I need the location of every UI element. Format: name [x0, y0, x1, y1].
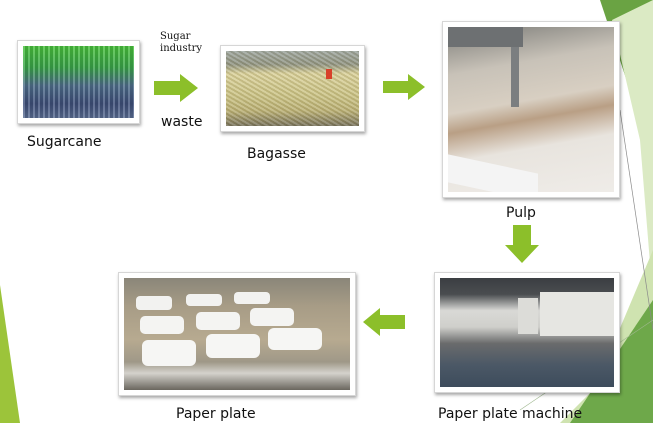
- right-light-green-shape: [612, 0, 653, 300]
- step-label-sugarcane: Sugarcane: [27, 134, 102, 150]
- pulp-photo: [442, 21, 620, 198]
- edge-label-waste: waste: [161, 114, 203, 130]
- step-label-pulp: Pulp: [506, 205, 536, 221]
- step-label-paper-plate-machine: Paper plate machine: [438, 406, 583, 422]
- arrow-right-icon: [383, 74, 425, 100]
- paper-plate-machine-photo: [434, 272, 620, 393]
- edge-label-sugar-industry: Sugar industry: [160, 31, 203, 54]
- arrow-down-icon: [505, 225, 539, 263]
- arrow-right-icon: [154, 74, 198, 102]
- arrow-left-icon: [363, 308, 405, 336]
- step-label-paper-plate: Paper plate: [176, 406, 256, 422]
- paper-plate-photo: [118, 272, 356, 396]
- left-lime-shape: [0, 285, 20, 423]
- decor-line: [619, 109, 653, 331]
- bagasse-photo: [220, 45, 365, 132]
- sugarcane-photo: [17, 40, 140, 124]
- step-label-bagasse: Bagasse: [247, 146, 306, 162]
